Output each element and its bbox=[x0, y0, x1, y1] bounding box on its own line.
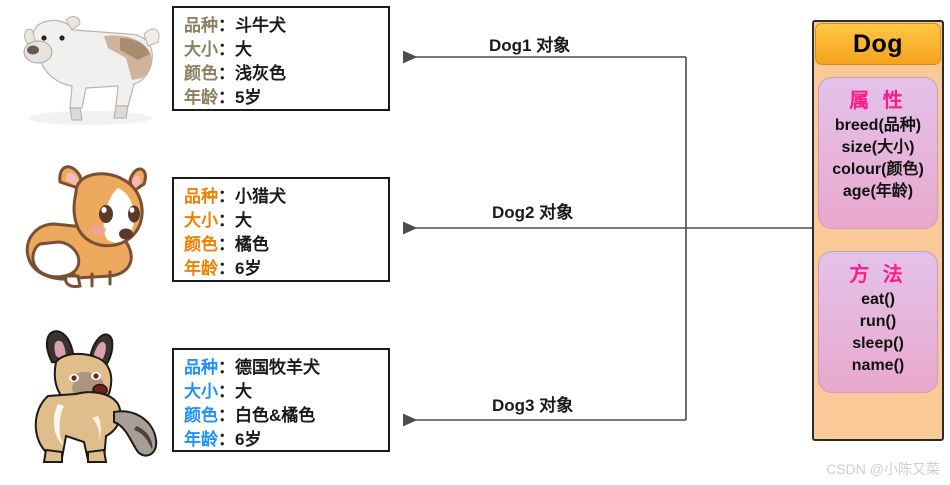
attribute-value: 橘色 bbox=[235, 235, 269, 254]
attribute-key: 大小 bbox=[184, 40, 218, 59]
methods-panel-heading: 方 法 bbox=[849, 264, 907, 286]
attribute-value: 斗牛犬 bbox=[235, 16, 286, 35]
attribute-value: 白色&橘色 bbox=[235, 406, 316, 425]
attribute-row: 大小：大 bbox=[184, 209, 388, 233]
attribute-key: 颜色 bbox=[184, 406, 218, 425]
attribute-row: 颜色：白色&橘色 bbox=[184, 404, 388, 428]
attribute-box-dog3: 品种：德国牧羊犬 大小：大 颜色：白色&橘色 年龄：6岁 bbox=[172, 348, 390, 452]
corgi-cartoon bbox=[14, 158, 166, 290]
dog-class-card: Dog 属 性 breed(品种) size(大小) colour(颜色) ag… bbox=[812, 20, 944, 441]
attribute-row: 颜色：浅灰色 bbox=[184, 62, 388, 86]
attribute-row: 品种：德国牧羊犬 bbox=[184, 356, 388, 380]
attribute-value: 6岁 bbox=[235, 430, 262, 449]
attribute-item: size(大小) bbox=[841, 139, 915, 156]
attribute-row: 年龄：5岁 bbox=[184, 86, 388, 110]
attribute-row: 大小：大 bbox=[184, 380, 388, 404]
attribute-value: 小猎犬 bbox=[235, 187, 286, 206]
attribute-row: 大小：大 bbox=[184, 38, 388, 62]
attribute-separator: ： bbox=[218, 64, 235, 83]
attribute-separator: ： bbox=[218, 16, 235, 35]
arrow-label-dog1: Dog1 对象 bbox=[489, 36, 571, 55]
german-shepherd-illustration bbox=[14, 326, 172, 466]
attribute-item: colour(颜色) bbox=[832, 161, 924, 178]
attribute-separator: ： bbox=[218, 235, 235, 254]
arrow-label-dog2: Dog2 对象 bbox=[492, 203, 574, 222]
attributes-panel-heading: 属 性 bbox=[849, 90, 907, 112]
attribute-key: 品种 bbox=[184, 187, 218, 206]
attribute-box-dog2: 品种：小猎犬 大小：大 颜色：橘色 年龄：6岁 bbox=[172, 177, 390, 282]
attribute-separator: ： bbox=[218, 382, 235, 401]
attribute-row: 颜色：橘色 bbox=[184, 233, 388, 257]
attribute-value: 5岁 bbox=[235, 88, 262, 107]
attribute-value: 6岁 bbox=[235, 259, 262, 278]
dog-class-title: Dog bbox=[815, 23, 941, 65]
attribute-separator: ： bbox=[218, 259, 235, 278]
attribute-value: 浅灰色 bbox=[235, 64, 286, 83]
attribute-row: 年龄：6岁 bbox=[184, 257, 388, 281]
csdn-watermark: CSDN @小陈又菜 bbox=[826, 461, 940, 477]
attribute-key: 年龄 bbox=[184, 88, 218, 107]
attribute-key: 年龄 bbox=[184, 259, 218, 278]
attribute-separator: ： bbox=[218, 40, 235, 59]
attribute-value: 德国牧羊犬 bbox=[235, 358, 320, 377]
attribute-separator: ： bbox=[218, 406, 235, 425]
attribute-row: 品种：小猎犬 bbox=[184, 185, 388, 209]
attribute-key: 颜色 bbox=[184, 235, 218, 254]
arrow-label-dog3: Dog3 对象 bbox=[492, 396, 574, 415]
methods-panel: 方 法 eat() run() sleep() name() bbox=[818, 251, 938, 393]
attribute-key: 品种 bbox=[184, 16, 218, 35]
method-item: eat() bbox=[861, 291, 895, 308]
attribute-item: age(年龄) bbox=[842, 183, 914, 200]
attribute-separator: ： bbox=[218, 211, 235, 230]
attributes-panel: 属 性 breed(品种) size(大小) colour(颜色) age(年龄… bbox=[818, 77, 938, 229]
attribute-value: 大 bbox=[235, 382, 252, 401]
attribute-key: 品种 bbox=[184, 358, 218, 377]
attribute-separator: ： bbox=[218, 358, 235, 377]
method-item: name() bbox=[851, 357, 905, 374]
attribute-key: 大小 bbox=[184, 211, 218, 230]
attribute-key: 年龄 bbox=[184, 430, 218, 449]
attribute-value: 大 bbox=[235, 40, 252, 59]
attribute-row: 品种：斗牛犬 bbox=[184, 14, 388, 38]
attribute-separator: ： bbox=[218, 430, 235, 449]
attribute-item: breed(品种) bbox=[834, 117, 922, 134]
attribute-box-dog1: 品种：斗牛犬 大小：大 颜色：浅灰色 年龄：5岁 bbox=[172, 6, 390, 111]
method-item: sleep() bbox=[852, 335, 904, 352]
bulldog-photo bbox=[8, 8, 166, 126]
attribute-key: 颜色 bbox=[184, 64, 218, 83]
attribute-value: 大 bbox=[235, 211, 252, 230]
attribute-key: 大小 bbox=[184, 382, 218, 401]
attribute-row: 年龄：6岁 bbox=[184, 428, 388, 452]
method-item: run() bbox=[859, 313, 897, 330]
attribute-separator: ： bbox=[218, 88, 235, 107]
attribute-separator: ： bbox=[218, 187, 235, 206]
